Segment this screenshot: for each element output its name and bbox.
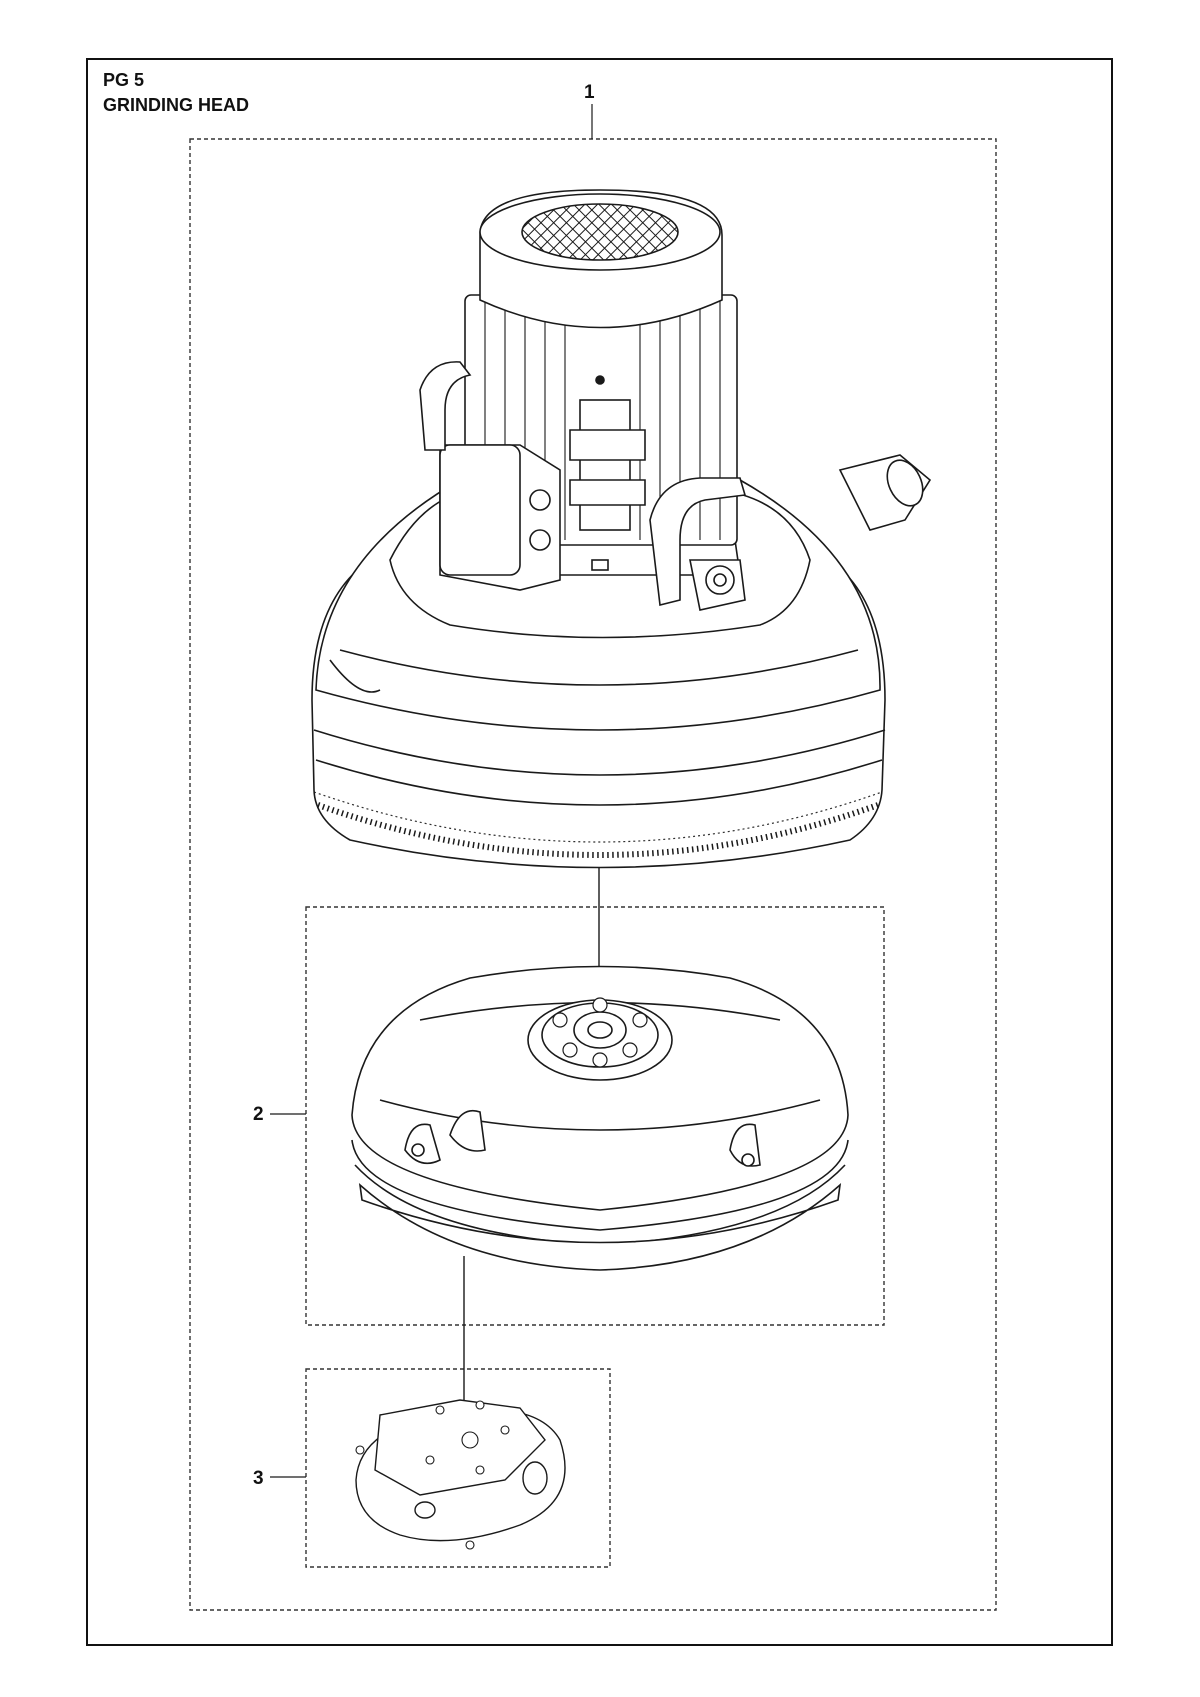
planetary-cover	[351, 965, 849, 1271]
page-code: PG 5	[103, 70, 145, 90]
grinding-plate	[355, 1399, 566, 1550]
callout-3: 3	[253, 1468, 264, 1489]
page-border	[86, 58, 1113, 1646]
page-title: GRINDING HEAD	[103, 95, 250, 115]
group-box-2	[305, 906, 885, 1326]
callout-1: 1	[584, 82, 595, 103]
group-box-1	[189, 138, 997, 1611]
grinding-head-assembly	[311, 189, 932, 869]
callout-2: 2	[253, 1104, 264, 1125]
group-box-3	[305, 1368, 611, 1568]
